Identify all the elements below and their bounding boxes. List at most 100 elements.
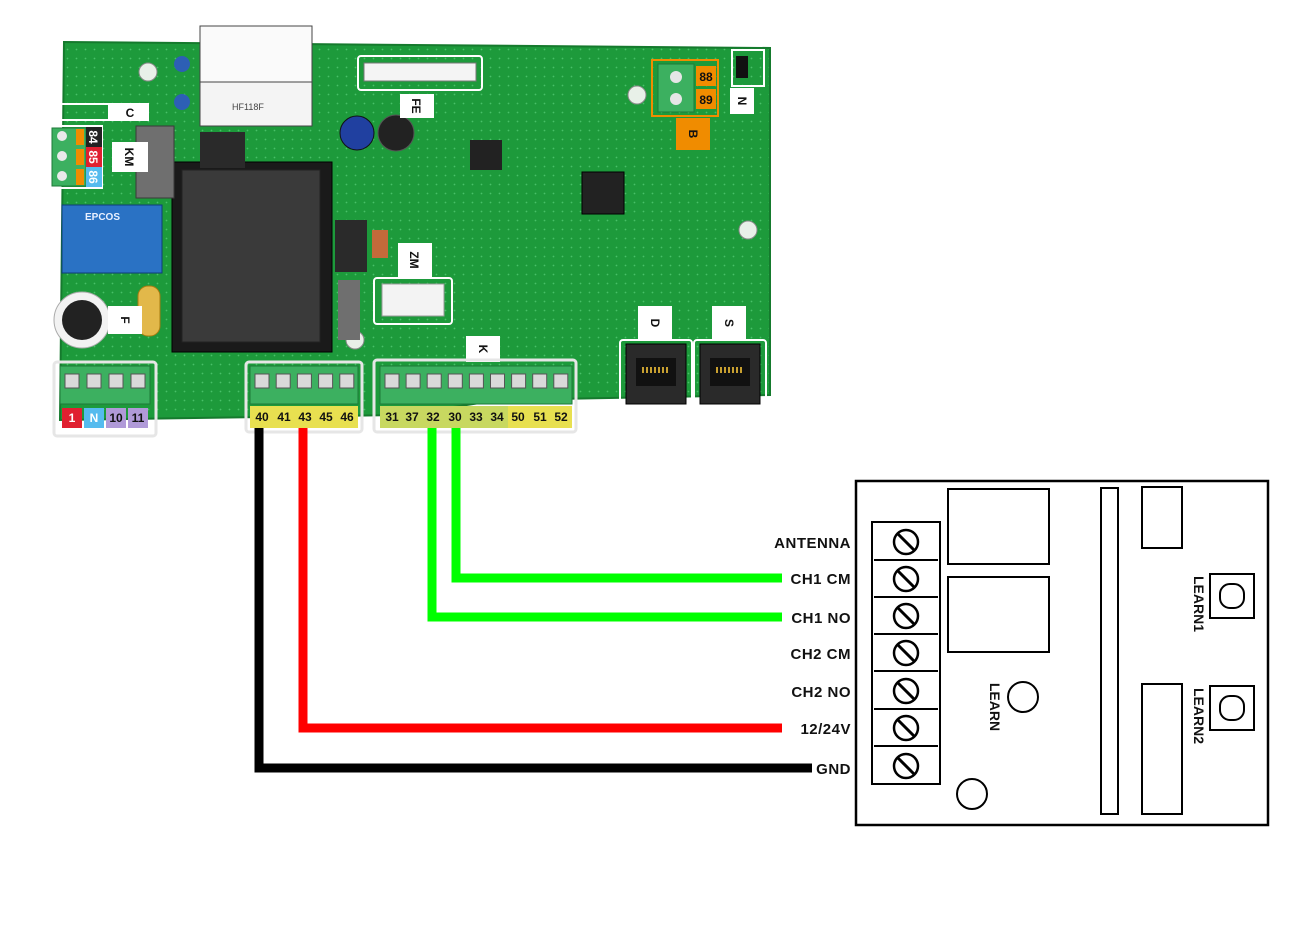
km-terminal-block: 84 85 86 KM (45, 125, 148, 189)
terminal-screw (108, 373, 124, 389)
c-label-box (108, 104, 148, 120)
n-jumper-outline (731, 49, 765, 87)
s-label: S (722, 319, 736, 327)
terminal-50: 50 (511, 410, 525, 424)
c-label: C (126, 106, 135, 120)
terminal-screws (64, 373, 569, 389)
receiver-antenna-bar (1100, 487, 1119, 815)
screw (670, 93, 682, 105)
terminal-screw (384, 373, 400, 389)
km-label-box (112, 142, 148, 172)
km-tag-84 (86, 127, 102, 147)
b-terminal-89: 89 (699, 93, 713, 107)
terminal-10: 10 (109, 411, 123, 425)
fe-label-box (400, 94, 434, 118)
terminal-screw (339, 373, 355, 389)
receiver-terminal-ch1-cm: CH1 CM (790, 571, 851, 588)
terminal-11: 11 (132, 411, 145, 425)
regulator (200, 132, 245, 168)
transformer (171, 161, 333, 353)
km-tag-86 (86, 167, 102, 187)
d-rj-jack (619, 339, 693, 409)
d-label: D (648, 319, 662, 328)
terminal-46: 46 (340, 410, 354, 424)
zm-label: ZM (407, 251, 421, 268)
km-terminal-84: 84 (86, 130, 100, 144)
capacitor (174, 56, 190, 72)
learn2-button-cap[interactable] (1219, 695, 1245, 721)
fuse-holder (62, 300, 102, 340)
km-latch (76, 149, 84, 165)
terminal-screw (553, 373, 569, 389)
wires (254, 428, 812, 773)
screw (57, 171, 67, 181)
learn1-button[interactable] (1209, 573, 1255, 619)
learn-led (1007, 681, 1039, 713)
b-label-box (676, 118, 710, 150)
capacitor (174, 94, 190, 110)
terminal-screw (130, 373, 146, 389)
mounting-hole (627, 85, 647, 105)
terminal-40: 40 (255, 410, 269, 424)
terminal-45: 45 (319, 410, 333, 424)
ic-chip (470, 140, 502, 170)
ic-chip (335, 220, 367, 272)
terminal-31: 31 (385, 410, 399, 424)
wire-43-12-24v (298, 428, 782, 733)
receiver-screws (874, 528, 938, 785)
f-label: F (118, 316, 132, 323)
learn-label: LEARN (987, 683, 1003, 731)
receiver-terminal-ch2-no: CH2 NO (791, 684, 851, 701)
learn1-button-cap[interactable] (1219, 583, 1245, 609)
resistor (372, 230, 388, 258)
km-tag-85 (86, 147, 102, 167)
terminal-43: 43 (298, 410, 312, 424)
receiver-screw-slot (896, 756, 916, 776)
relay-text: HF118F (232, 102, 264, 112)
electrolytic-capacitor (339, 115, 375, 151)
microcontroller-chip (581, 171, 625, 215)
terminal-52: 52 (554, 410, 568, 424)
terminal-n: N (90, 411, 99, 425)
receiver-screw-slot (896, 718, 916, 738)
terminal-screw (64, 373, 80, 389)
terminal-33: 33 (469, 410, 483, 424)
s-label-box (712, 306, 746, 340)
learn1-label: LEARN1 (1191, 576, 1207, 632)
epcos-filter: EPCOS (61, 204, 163, 274)
receiver-relay-1 (947, 488, 1050, 565)
b-label: B (686, 130, 700, 139)
receiver-terminal-ch1-no: CH1 NO (791, 610, 851, 627)
terminal-screw (86, 373, 102, 389)
terminal-block-accessories: 40 41 43 45 46 (244, 360, 364, 434)
receiver-component (1141, 683, 1183, 815)
terminal-screw (447, 373, 463, 389)
control-board: HF118F EPCOS FE (45, 25, 771, 438)
n-label: N (735, 97, 749, 106)
n-jumper (736, 56, 748, 78)
receiver-terminal-ch2-cm: CH2 CM (790, 646, 851, 663)
receiver-terminal-gnd: GND (816, 761, 851, 778)
epcos-text: EPCOS (85, 212, 120, 223)
terminal-34: 34 (490, 410, 504, 424)
terminal-51: 51 (533, 410, 547, 424)
terminal-block-inputs: 31 37 32 30 33 34 50 51 52 (372, 358, 578, 434)
terminal-37: 37 (405, 410, 419, 424)
fe-connector (363, 62, 477, 82)
receiver-terminal-antenna: ANTENNA (774, 535, 851, 552)
b-tag-89 (696, 89, 716, 109)
receiver-terminal-12-24v: 12/24V (800, 721, 851, 738)
terminal-screw (275, 373, 291, 389)
screw (57, 151, 67, 161)
terminal-screw (296, 373, 312, 389)
learn2-label: LEARN2 (1191, 688, 1207, 744)
d-label-box (638, 306, 672, 340)
k-label-box (466, 336, 500, 362)
zm-connector-outline (373, 277, 453, 325)
n-label-box (730, 88, 754, 114)
screw (57, 131, 67, 141)
terminal-1: 1 (69, 411, 76, 425)
terminal-32: 32 (426, 410, 440, 424)
terminal-30: 30 (448, 410, 462, 424)
